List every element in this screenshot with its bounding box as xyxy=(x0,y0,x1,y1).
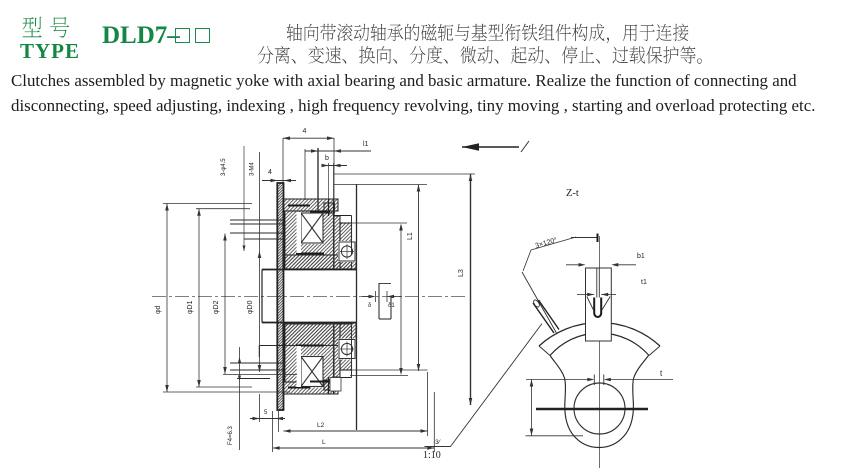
svg-text:L2: L2 xyxy=(317,422,325,429)
svg-text:l1: l1 xyxy=(363,141,369,148)
svg-text:t1: t1 xyxy=(641,279,647,286)
svg-text:φd: φd xyxy=(155,305,162,314)
svg-text:4: 4 xyxy=(268,169,272,176)
svg-text:Z-t: Z-t xyxy=(566,188,579,199)
svg-text:δ: δ xyxy=(368,303,372,309)
svg-text:b: b xyxy=(325,155,329,162)
svg-text:5: 5 xyxy=(264,410,268,416)
svg-text:φD1: φD1 xyxy=(187,300,194,314)
svg-text:φD2: φD2 xyxy=(213,300,220,314)
svg-text:F4=6.3: F4=6.3 xyxy=(228,425,234,445)
svg-text:t: t xyxy=(660,369,663,378)
svg-text:δ1: δ1 xyxy=(388,303,395,309)
svg-text:L1: L1 xyxy=(407,232,414,240)
svg-text:3-φ4.5: 3-φ4.5 xyxy=(221,158,227,176)
svg-text:3×120°: 3×120° xyxy=(534,236,558,250)
svg-text:φD0: φD0 xyxy=(247,300,254,314)
svg-text:4: 4 xyxy=(303,128,307,135)
svg-text:3-M4: 3-M4 xyxy=(250,162,256,176)
svg-text:·3⁄: ·3⁄ xyxy=(433,439,441,446)
svg-text:L3: L3 xyxy=(458,269,465,277)
svg-text:L: L xyxy=(322,439,326,446)
svg-text:b1: b1 xyxy=(637,253,645,260)
svg-text:1:10: 1:10 xyxy=(423,450,441,461)
